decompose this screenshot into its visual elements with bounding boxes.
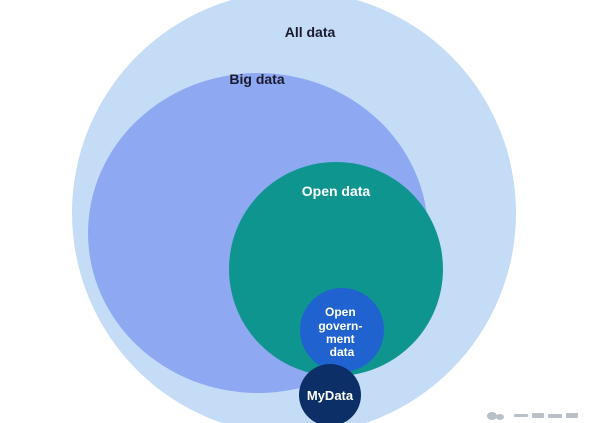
open-data-circle: [229, 162, 443, 376]
mydata-label: MyData: [307, 388, 354, 403]
open-data-label: Open data: [302, 183, 371, 199]
big-data-label: Big data: [229, 71, 284, 87]
ogd-label-line-4: data: [330, 345, 355, 359]
ogd-label-line-3: ment: [326, 332, 355, 346]
watermark-logo-icon: [487, 412, 578, 420]
open-government-data-label: Open govern- ment data: [318, 305, 365, 359]
open-government-data-circle: [300, 288, 384, 372]
mydata-circle: [299, 364, 361, 423]
ogd-label-line-2: govern-: [318, 319, 362, 333]
ogd-label-line-1: Open: [325, 305, 356, 319]
all-data-label: All data: [285, 24, 336, 40]
